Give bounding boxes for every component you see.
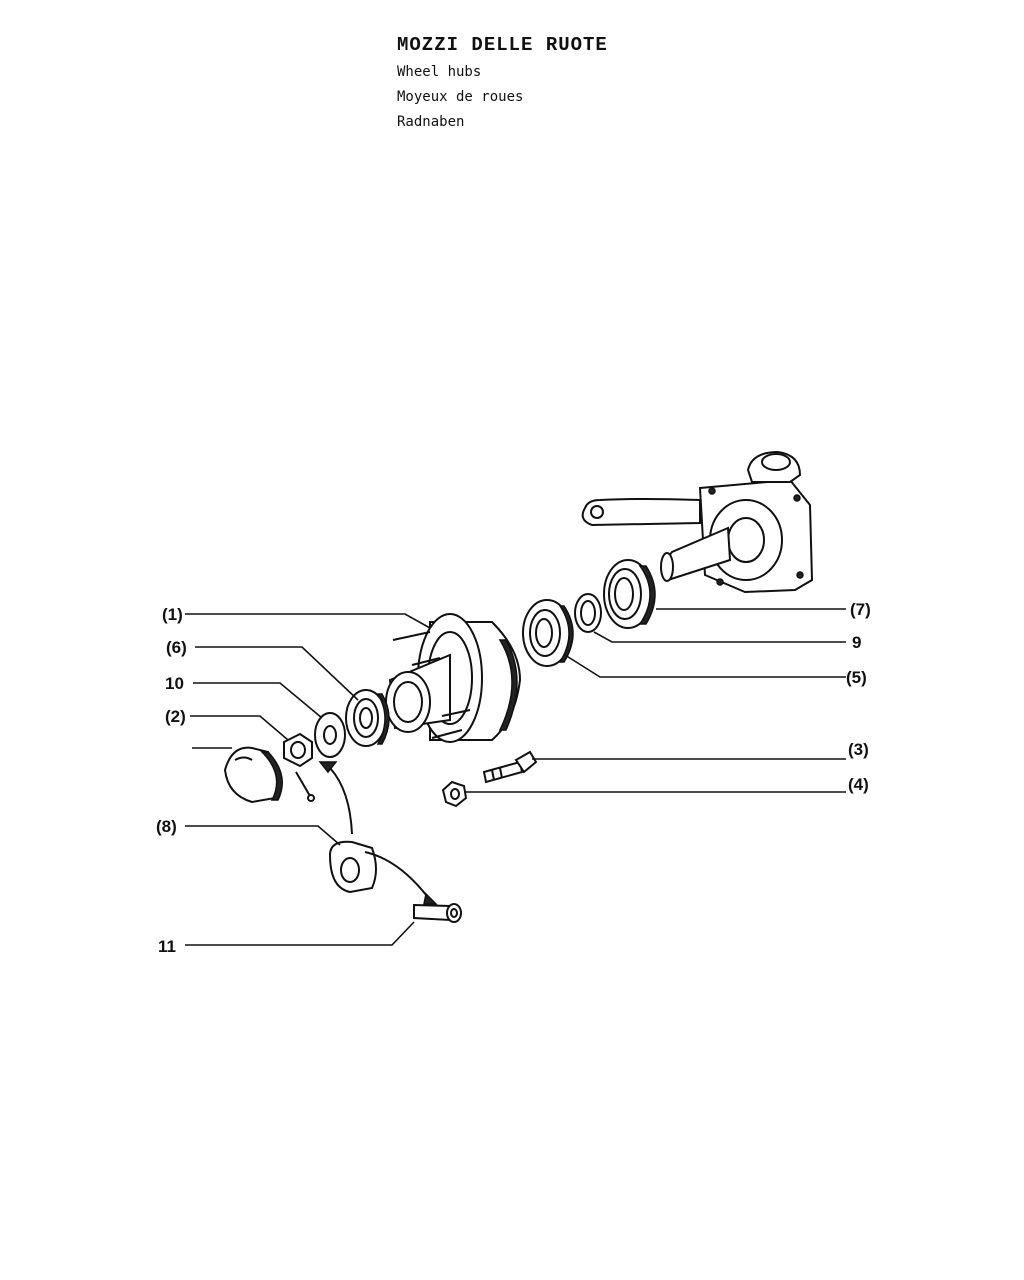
washer	[314, 712, 346, 758]
callout-8: (8)	[156, 817, 177, 836]
outer-bearing	[603, 559, 656, 629]
page-title: MOZZI DELLE RUOTE	[397, 34, 608, 56]
seal-ring	[574, 593, 602, 633]
steering-knuckle	[581, 450, 814, 594]
socket-screw	[413, 903, 462, 923]
callout-7: (7)	[850, 600, 871, 619]
castle-nut	[283, 732, 315, 802]
wheel-hub	[385, 613, 522, 743]
hub-bearing	[345, 689, 390, 747]
wheel-nut	[441, 780, 468, 808]
callout-3: (3)	[848, 740, 869, 759]
callout-2: (2)	[165, 707, 186, 726]
hub-cap	[223, 746, 283, 804]
assembly-arrow	[318, 761, 353, 835]
callout-11: 11	[158, 937, 176, 956]
callout-10: 10	[165, 674, 184, 693]
subtitle-english: Wheel hubs	[397, 64, 482, 80]
inner-bearing	[522, 599, 574, 667]
clamp-block	[328, 840, 438, 905]
subtitle-german: Radnaben	[397, 114, 465, 130]
wheel-bolt	[482, 750, 538, 784]
leader-lines	[185, 608, 846, 946]
callout-4: (4)	[848, 775, 869, 794]
subtitle-french: Moyeux de roues	[397, 89, 524, 105]
callout-9: 9	[852, 633, 861, 652]
callout-labels: (1) (6) 10 (2) (8) 11 (7) 9 (5) (3) (4)	[156, 600, 871, 956]
callout-1: (1)	[162, 605, 183, 624]
callout-6: (6)	[166, 638, 187, 657]
callout-5: (5)	[846, 668, 867, 687]
header: MOZZI DELLE RUOTE Wheel hubs Moyeux de r…	[397, 34, 608, 139]
